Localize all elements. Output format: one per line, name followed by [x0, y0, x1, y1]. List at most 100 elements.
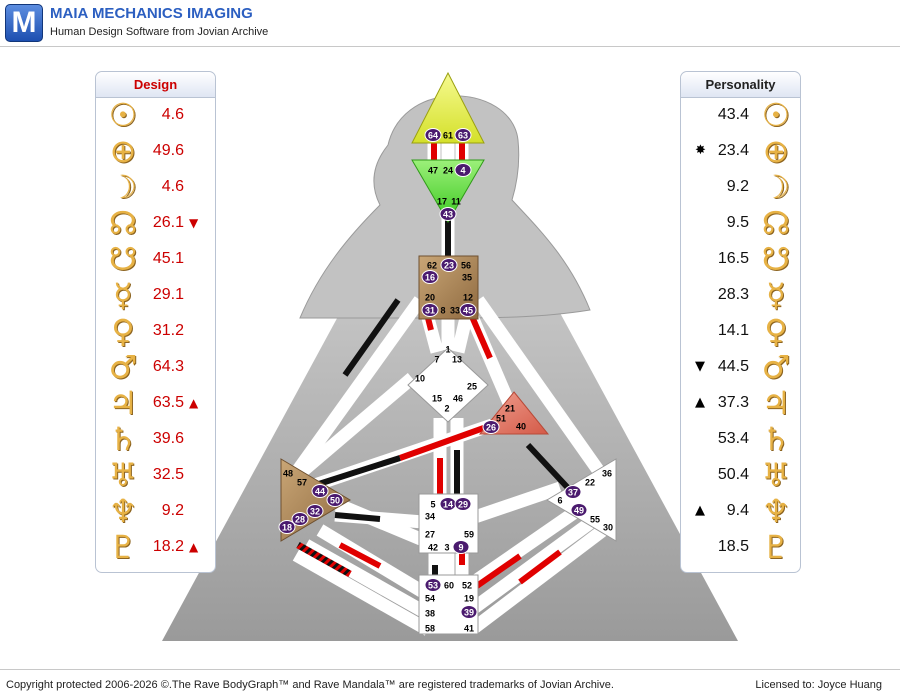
gate-number: 49 — [574, 506, 584, 516]
gate-number: 37 — [568, 488, 578, 498]
gate-16: 16 — [421, 270, 439, 284]
saturn-icon: ♄ — [761, 420, 791, 458]
gate-activation-circle — [482, 420, 500, 434]
personality-value: 44.5 — [717, 358, 749, 375]
gate-34: 34 — [425, 512, 435, 522]
personality-value: 53.4 — [717, 430, 749, 447]
gate-41: 41 — [464, 624, 474, 634]
gate-number: 3 — [444, 543, 449, 553]
gate-18: 18 — [278, 520, 296, 534]
gate-58: 58 — [425, 624, 435, 634]
gate-number: 5 — [430, 500, 435, 510]
gate-12: 12 — [463, 293, 473, 303]
gate-49: 49 — [570, 503, 588, 517]
gate-36: 36 — [602, 469, 612, 479]
mercury-icon: ☿ — [113, 276, 133, 314]
gate-number: 38 — [425, 609, 435, 619]
gate-42: 42 — [428, 543, 438, 553]
gate-number: 59 — [464, 530, 474, 540]
gate-7: 7 — [434, 355, 439, 365]
gate-15: 15 — [432, 394, 442, 404]
gate-activation-circle — [439, 207, 457, 221]
gate-number: 28 — [295, 515, 305, 525]
gate-number: 52 — [462, 581, 472, 591]
personality-row-mercury: ☿ 28.3 — [681, 278, 800, 312]
gate-9: 9 — [452, 540, 470, 554]
gate-number: 35 — [462, 273, 472, 283]
channel-activations — [299, 140, 571, 591]
personality-row-mars: ♂44.5▼ — [681, 350, 800, 384]
gate-activation-circle — [326, 493, 344, 507]
gate-activation-circle — [570, 503, 588, 517]
earth-icon: ⊕ — [762, 132, 790, 170]
mars-icon: ♂ — [108, 348, 138, 386]
gate-number: 24 — [443, 166, 453, 176]
gate-activation-circle — [459, 303, 477, 317]
app-logo: M — [5, 4, 43, 42]
gate-number: 17 — [437, 197, 447, 207]
mercury-icon: ☿ — [766, 276, 786, 314]
direction-icon: ✸ — [695, 143, 706, 158]
design-panel-title: Design — [96, 72, 215, 98]
gate-activation-circle — [306, 504, 324, 518]
solar-plexus-center — [546, 458, 617, 542]
gate-activation-circle — [278, 520, 296, 534]
gate-35: 35 — [462, 273, 472, 283]
gate-number: 64 — [428, 131, 438, 141]
gate-number: 20 — [425, 293, 435, 303]
design-row-uranus: ♅32.5 — [96, 458, 215, 492]
personality-row-earth: ⊕ 23.4 ✸ — [681, 134, 800, 168]
design-row-moon: ☽4.6 — [96, 170, 215, 204]
earth-icon: ⊕ — [109, 132, 137, 170]
personality-value: 23.4 — [717, 142, 749, 159]
gate-activation-circle — [452, 540, 470, 554]
gate-11: 11 — [451, 197, 461, 207]
design-value: 18.2 — [152, 538, 184, 555]
personality-panel-title: Personality — [681, 72, 800, 98]
design-value: 26.1 — [152, 214, 184, 231]
gate-33: 33 — [450, 306, 460, 316]
gate-activation-circle — [460, 605, 478, 619]
app-title: MAIA MECHANICS IMAGING — [50, 5, 253, 22]
design-row-mercury: ☿29.1 — [96, 278, 215, 312]
north-node-icon: ☊ — [761, 204, 791, 242]
personality-row-south-node: ☋16.5 — [681, 242, 800, 276]
design-row-pluto: ♇18.2▲ — [96, 530, 215, 564]
gate-56: 56 — [461, 261, 471, 271]
gate-25: 25 — [467, 382, 477, 392]
gate-number: 23 — [444, 261, 454, 271]
personality-value: 16.5 — [717, 250, 749, 267]
direction-icon: ▲ — [189, 396, 199, 410]
gate-17: 17 — [437, 197, 447, 207]
gate-activation-circle — [421, 270, 439, 284]
license-text: Licensed to: Joyce Huang — [755, 679, 882, 691]
gate-54: 54 — [425, 594, 435, 604]
moon-icon: ☽ — [108, 168, 138, 206]
gate-31: 31 — [421, 303, 439, 317]
gate-number: 62 — [427, 261, 437, 271]
personality-value: 28.3 — [717, 286, 749, 303]
gate-4: 4 — [454, 163, 472, 177]
gate-number: 4 — [460, 166, 465, 176]
moon-icon: ☽ — [761, 168, 791, 206]
gate-19: 19 — [464, 594, 474, 604]
gate-number: 18 — [282, 523, 292, 533]
gate-number: 55 — [590, 515, 600, 525]
gate-1: 1 — [445, 345, 450, 355]
gate-activation-circle — [454, 128, 472, 142]
app-footer: Copyright protected 2006-2026 ©.The Rave… — [0, 669, 900, 700]
gate-activation-circle — [421, 303, 439, 317]
gate-number: 57 — [297, 478, 307, 488]
gate-29: 29 — [454, 497, 472, 511]
gate-number: 46 — [453, 394, 463, 404]
gate-5: 5 — [430, 500, 435, 510]
design-value: 63.5 — [152, 394, 184, 411]
gate-number: 10 — [415, 374, 425, 384]
personality-row-pluto: ♇18.5 — [681, 530, 800, 564]
design-row-south-node: ☋45.1 — [96, 242, 215, 276]
gate-64: 64 — [424, 128, 442, 142]
design-value: 32.5 — [152, 466, 184, 483]
personality-row-moon: ☽9.2 — [681, 170, 800, 204]
g-center — [407, 347, 489, 423]
gate-2: 2 — [444, 404, 449, 414]
